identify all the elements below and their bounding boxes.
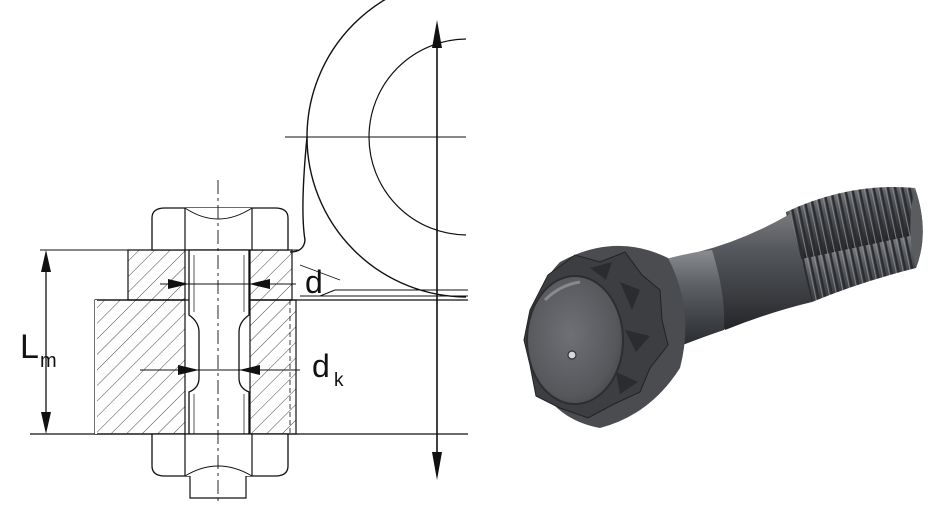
rod-section-left — [127, 249, 186, 301]
vertical-dimension-arrow — [432, 20, 442, 480]
rod-section-right — [249, 249, 293, 301]
cap-section-left — [94, 299, 186, 435]
thread-section — [786, 187, 923, 302]
d-dimension — [160, 279, 296, 289]
lm-label: L — [20, 328, 39, 366]
dk-dimension — [140, 365, 300, 375]
cap-section-right — [249, 299, 297, 435]
bolt-photo — [523, 187, 923, 428]
bolt-head — [151, 207, 289, 251]
lm-dimension — [41, 250, 51, 434]
bolt-shank — [188, 249, 250, 435]
dk-label-subscript: k — [334, 370, 344, 391]
lm-label-subscript: m — [40, 350, 57, 372]
dk-label: d — [312, 348, 330, 384]
bolt-neck — [698, 214, 812, 330]
d-label: d — [305, 264, 323, 300]
technical-drawing — [30, 0, 468, 505]
head-face — [527, 276, 623, 404]
bolt-nut — [151, 433, 289, 499]
center-dimple — [567, 350, 577, 360]
rod-outline — [289, 136, 308, 253]
big-end-bore — [285, 0, 466, 298]
